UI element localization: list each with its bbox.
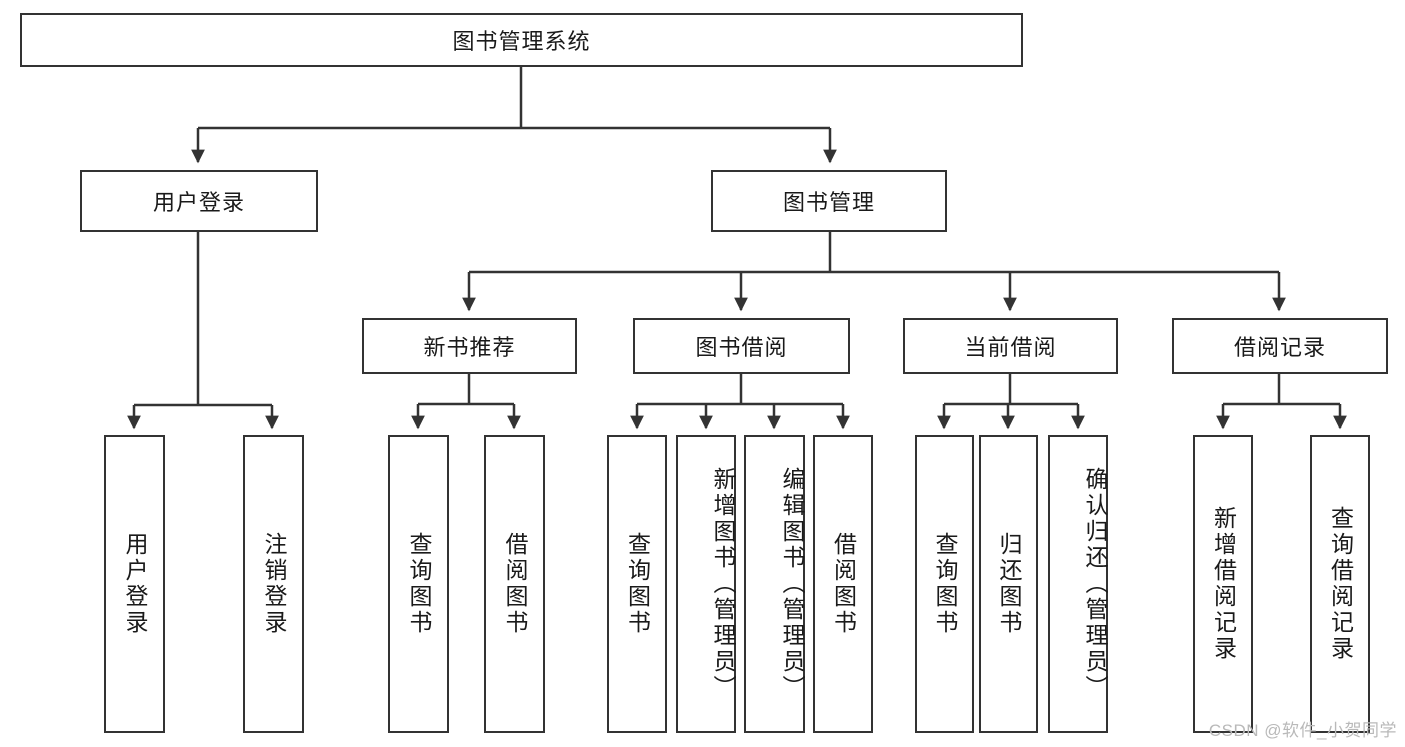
node-query-book-1[interactable]: 查询图书 (388, 435, 449, 733)
node-add-book-label: 新增图书（管理员） (710, 467, 736, 701)
node-current-borrow-label: 当前借阅 (964, 335, 1057, 360)
node-book-management-label: 图书管理 (782, 190, 875, 215)
node-user-logout[interactable]: 注销登录 (243, 435, 304, 733)
node-return-book-label: 归还图书 (996, 532, 1022, 636)
node-borrow-book-2-label: 借阅图书 (830, 532, 857, 636)
node-root-label: 图书管理系统 (452, 29, 591, 54)
node-user-login-label: 用户登录 (152, 190, 245, 215)
node-add-book[interactable]: 新增图书（管理员） (676, 435, 736, 733)
node-edit-book-label: 编辑图书（管理员） (779, 467, 805, 701)
node-borrow-record-label: 借阅记录 (1233, 335, 1326, 360)
node-user-logout-label: 注销登录 (261, 532, 287, 636)
node-confirm-return[interactable]: 确认归还（管理员） (1048, 435, 1108, 733)
node-new-book-recommend-label: 新书推荐 (423, 335, 516, 360)
node-root[interactable]: 图书管理系统 (20, 13, 1023, 67)
node-borrow-book-1-label: 借阅图书 (502, 532, 528, 636)
node-current-borrow[interactable]: 当前借阅 (903, 318, 1118, 374)
node-borrow-book-2[interactable]: 借阅图书 (813, 435, 873, 733)
node-confirm-return-label: 确认归还（管理员） (1082, 467, 1108, 701)
node-add-borrow-record[interactable]: 新增借阅记录 (1193, 435, 1253, 733)
node-query-borrow-record[interactable]: 查询借阅记录 (1310, 435, 1370, 733)
node-borrow-book-1[interactable]: 借阅图书 (484, 435, 545, 733)
node-user-login-do[interactable]: 用户登录 (104, 435, 165, 733)
node-user-login-do-label: 用户登录 (122, 532, 148, 636)
node-query-book-2[interactable]: 查询图书 (607, 435, 667, 733)
node-query-book-1-label: 查询图书 (406, 532, 432, 636)
node-query-borrow-record-label: 查询借阅记录 (1327, 506, 1354, 662)
node-query-book-3-label: 查询图书 (932, 532, 958, 636)
node-query-book-2-label: 查询图书 (624, 532, 651, 636)
node-edit-book[interactable]: 编辑图书（管理员） (744, 435, 805, 733)
node-user-login[interactable]: 用户登录 (80, 170, 318, 232)
csdn-watermark: CSDN @软件_小贺同学 (1208, 721, 1397, 740)
node-return-book[interactable]: 归还图书 (979, 435, 1038, 733)
node-new-book-recommend[interactable]: 新书推荐 (362, 318, 577, 374)
node-borrow-record[interactable]: 借阅记录 (1172, 318, 1388, 374)
node-book-borrow[interactable]: 图书借阅 (633, 318, 850, 374)
node-query-book-3[interactable]: 查询图书 (915, 435, 974, 733)
node-add-borrow-record-label: 新增借阅记录 (1210, 506, 1237, 662)
node-book-management[interactable]: 图书管理 (711, 170, 947, 232)
node-book-borrow-label: 图书借阅 (695, 335, 788, 360)
